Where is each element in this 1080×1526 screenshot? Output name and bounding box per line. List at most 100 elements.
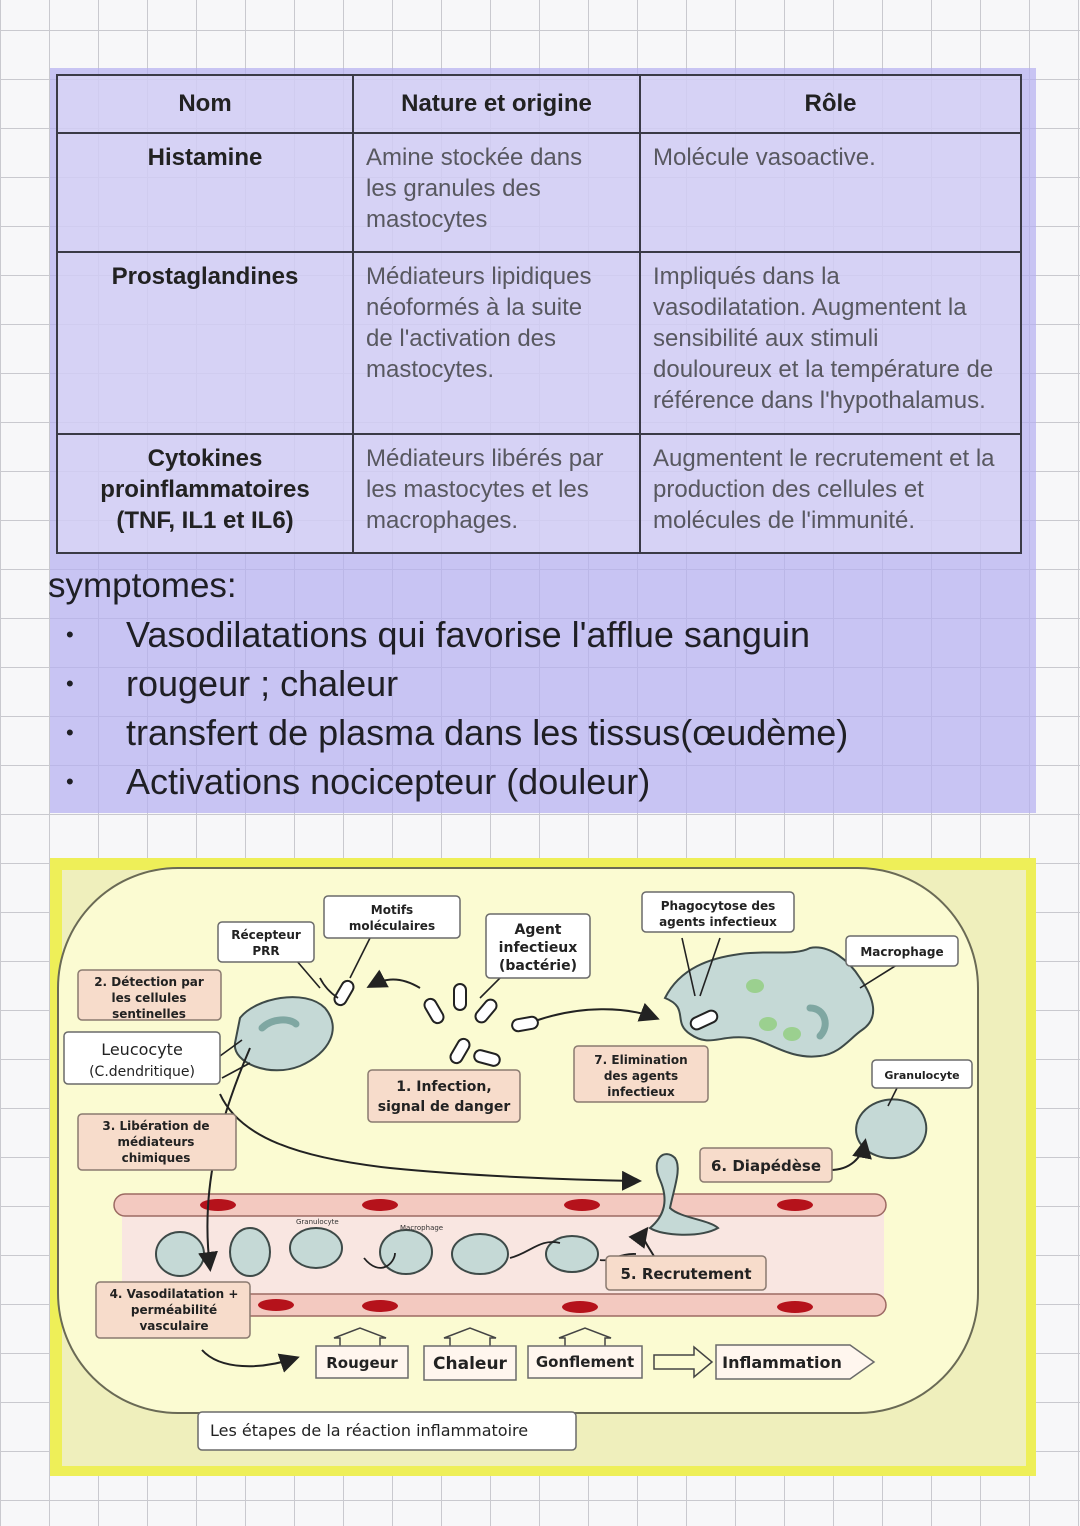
- bacteria-icon: [449, 1037, 471, 1065]
- label-inflammation: Inflammation: [715, 1344, 876, 1380]
- bacteria-icon: [689, 1009, 719, 1031]
- inflammation-diagram: Granulocyte Macrophage: [57, 867, 979, 1451]
- svg-text:6. Diapédèse: 6. Diapédèse: [711, 1157, 821, 1175]
- svg-text:Les étapes de la réaction infl: Les étapes de la réaction inflammatoire: [210, 1421, 528, 1440]
- svg-text:infectieux: infectieux: [499, 940, 578, 956]
- label-elimination: 7. Elimination des agents infectieux: [573, 1045, 709, 1103]
- macrophage-cell: [379, 1229, 433, 1275]
- bacteria-icon: [423, 997, 445, 1025]
- svg-text:Phagocytose des: Phagocytose des: [661, 899, 776, 913]
- leukocyte-cell: [545, 1235, 599, 1273]
- label-diapedese: 6. Diapédèse: [699, 1147, 833, 1183]
- svg-text:Gonflement: Gonflement: [536, 1353, 634, 1371]
- cell-name: Prostaglandines: [56, 251, 354, 435]
- small-granulocyte-label: Granulocyte: [296, 1218, 339, 1226]
- arrow: [366, 969, 421, 989]
- table-row: Cytokines proinflammatoires (TNF, IL1 et…: [56, 433, 1022, 554]
- bacteria-icon: [473, 1049, 501, 1067]
- granulocyte-cell: [289, 1227, 343, 1269]
- bacteria-icon: [474, 998, 498, 1024]
- table-header-row: Nom Nature et origine Rôle: [56, 74, 1022, 134]
- svg-text:perméabilité: perméabilité: [131, 1303, 217, 1317]
- bacteria-icon: [511, 1015, 539, 1033]
- dendritic-cell: [233, 996, 334, 1072]
- bacteria-icon: [453, 983, 467, 1011]
- svg-text:moléculaires: moléculaires: [349, 919, 435, 933]
- svg-text:PRR: PRR: [252, 944, 279, 958]
- label-vasodilatation: 4. Vasodilatation + perméabilité vascula…: [95, 1281, 251, 1339]
- bullet: •: [66, 720, 74, 745]
- arrow: [829, 1138, 872, 1171]
- cell-role: Augmentent le recrutement et la producti…: [639, 433, 1022, 554]
- red-blood-cell: [362, 1199, 398, 1211]
- header-nature: Nature et origine: [352, 74, 641, 134]
- svg-text:médiateurs: médiateurs: [118, 1135, 195, 1149]
- cell-role: Impliqués dans la vasodilatation. Augmen…: [639, 251, 1022, 435]
- svg-text:Leucocyte: Leucocyte: [101, 1040, 183, 1059]
- label-phagocytose: Phagocytose des agents infectieux: [641, 891, 795, 933]
- svg-text:chimiques: chimiques: [122, 1151, 191, 1165]
- vesicle: [783, 1027, 801, 1041]
- red-blood-cell: [777, 1301, 813, 1313]
- svg-text:les cellules: les cellules: [112, 991, 187, 1005]
- svg-text:agents infectieux: agents infectieux: [659, 915, 777, 929]
- connector: [509, 1241, 561, 1259]
- header-role: Rôle: [639, 74, 1022, 134]
- svg-text:sentinelles: sentinelles: [112, 1007, 186, 1021]
- red-blood-cell: [562, 1301, 598, 1313]
- table-row: Histamine Amine stockée dans les granule…: [56, 132, 1022, 253]
- label-chaleur: Chaleur: [423, 1345, 517, 1381]
- red-blood-cell: [200, 1199, 236, 1211]
- arrow: [219, 1093, 642, 1191]
- svg-text:3. Libération de: 3. Libération de: [102, 1119, 209, 1133]
- svg-text:des agents: des agents: [604, 1069, 678, 1083]
- svg-text:Motifs: Motifs: [371, 903, 413, 917]
- red-blood-cell: [258, 1299, 294, 1311]
- connector: [363, 1252, 396, 1269]
- svg-text:Granulocyte: Granulocyte: [884, 1069, 959, 1082]
- arrow: [537, 1002, 660, 1022]
- connector: [319, 977, 339, 999]
- label-infection: 1. Infection, signal de danger: [367, 1069, 521, 1123]
- bullet: •: [66, 769, 74, 794]
- list-item: •Vasodilatations qui favorise l'afflue s…: [66, 612, 848, 661]
- svg-text:(bactérie): (bactérie): [499, 958, 577, 974]
- red-blood-cell: [362, 1300, 398, 1312]
- svg-text:Inflammation: Inflammation: [722, 1353, 842, 1372]
- symptoms-title: symptomes:: [48, 566, 237, 605]
- label-granulocyte: Granulocyte: [871, 1059, 973, 1089]
- diagram-caption: Les étapes de la réaction inflammatoire: [197, 1411, 577, 1451]
- arrow: [201, 1349, 300, 1373]
- leukocyte-cell: [451, 1233, 509, 1275]
- bacteria-icon: [333, 979, 355, 1007]
- cell-nature: Amine stockée dans les granules des mast…: [352, 132, 641, 253]
- svg-text:Rougeur: Rougeur: [326, 1354, 398, 1372]
- bullet: •: [66, 622, 74, 647]
- label-rougeur: Rougeur: [315, 1345, 409, 1379]
- symptoms-list: •Vasodilatations qui favorise l'afflue s…: [66, 612, 848, 808]
- svg-text:Macrophage: Macrophage: [860, 945, 943, 959]
- svg-text:5. Recrutement: 5. Recrutement: [620, 1265, 751, 1283]
- label-liberation: 3. Libération de médiateurs chimiques: [77, 1113, 237, 1171]
- table-row: Prostaglandines Médiateurs lipidiques né…: [56, 251, 1022, 435]
- red-blood-cell: [777, 1199, 813, 1211]
- header-nom: Nom: [56, 74, 354, 134]
- diapedesis-cell: [648, 1153, 720, 1236]
- label-leucocyte: Leucocyte (C.dendritique): [63, 1031, 221, 1085]
- leukocyte-cell: [155, 1231, 205, 1277]
- list-item: •transfert de plasma dans les tissus(œud…: [66, 710, 848, 759]
- label-recepteur: Récepteur PRR: [217, 921, 315, 963]
- label-agent: Agent infectieux (bactérie): [485, 913, 591, 979]
- granulocyte-cell: [855, 1098, 928, 1160]
- label-recrutement: 5. Recrutement: [605, 1255, 767, 1291]
- cell-role: Molécule vasoactive.: [639, 132, 1022, 253]
- bullet: •: [66, 671, 74, 696]
- svg-text:7. Elimination: 7. Elimination: [594, 1053, 687, 1067]
- cell-name: Cytokines proinflammatoires (TNF, IL1 et…: [56, 433, 354, 554]
- leukocyte-cell: [229, 1227, 271, 1277]
- svg-text:2. Détection par: 2. Détection par: [94, 975, 204, 989]
- svg-text:Chaleur: Chaleur: [433, 1354, 508, 1374]
- red-blood-cell: [564, 1199, 600, 1211]
- label-detection: 2. Détection par les cellules sentinelle…: [77, 969, 222, 1021]
- label-gonflement: Gonflement: [527, 1345, 643, 1379]
